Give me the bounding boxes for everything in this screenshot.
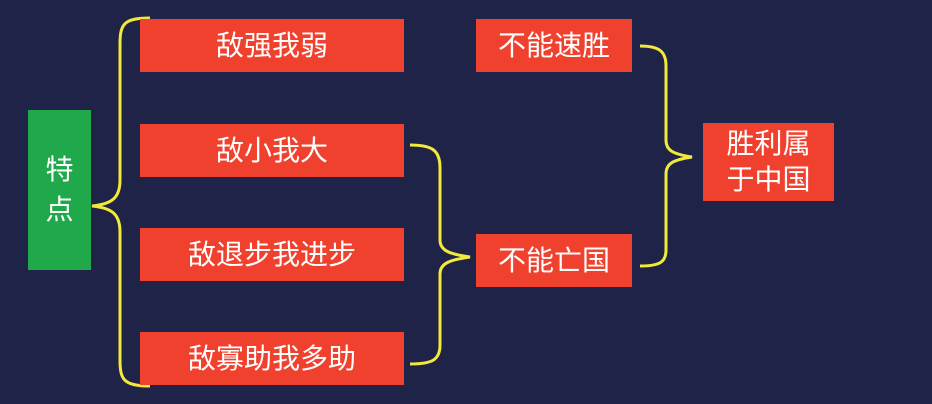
feature-box-1: 敌强我弱	[140, 19, 404, 72]
feature-label-1: 敌强我弱	[215, 28, 328, 62]
perish-bracket	[409, 143, 471, 366]
conclusion-bracket	[639, 44, 693, 268]
result-label-not-perish: 不能亡国	[497, 243, 610, 277]
features-root-box: 特 点	[28, 110, 91, 270]
feature-box-4: 敌寡助我多助	[140, 332, 404, 385]
result-label-fast-win: 不能速胜	[497, 28, 610, 62]
conclusion-line2: 于中国	[726, 163, 811, 196]
feature-box-3: 敌退步我进步	[140, 228, 404, 281]
result-box-not-perish: 不能亡国	[476, 234, 632, 287]
feature-label-2: 敌小我大	[215, 133, 328, 167]
conclusion-line1: 胜利属	[726, 127, 811, 160]
root-label-line2: 点	[45, 193, 74, 226]
result-box-fast-win: 不能速胜	[476, 19, 632, 72]
features-bracket	[91, 16, 151, 388]
feature-label-4: 敌寡助我多助	[187, 341, 356, 375]
conclusion-box: 胜利属 于中国	[703, 123, 834, 201]
root-label-line1: 特	[45, 153, 74, 186]
feature-box-2: 敌小我大	[140, 124, 404, 177]
feature-label-3: 敌退步我进步	[187, 237, 356, 271]
